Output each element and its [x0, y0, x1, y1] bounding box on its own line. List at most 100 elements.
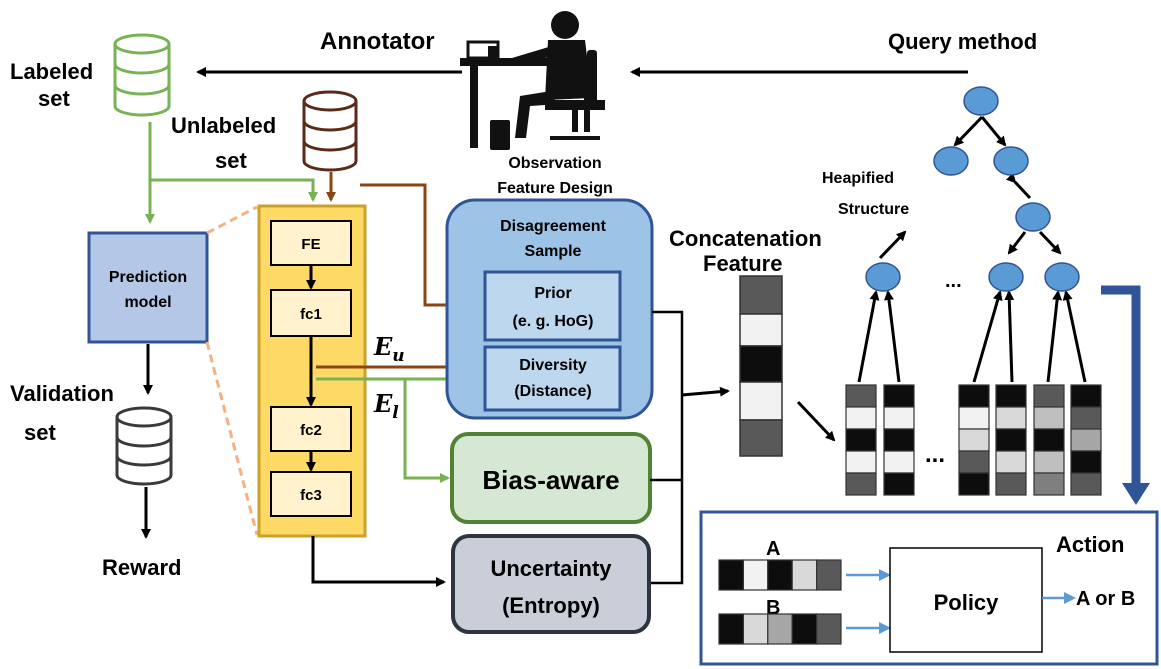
leaf-feature-vector [958, 384, 990, 496]
concat-to-vectors-arrow [796, 400, 836, 442]
validation-set-database-icon [115, 406, 173, 486]
heapified-label-line2: Structure [838, 201, 909, 218]
vector-cell [995, 406, 1027, 430]
vector-cell [883, 450, 915, 474]
prediction-model-label-line2: model [124, 294, 171, 311]
labeled-set-database-icon [113, 33, 171, 117]
vector-cell [958, 406, 990, 430]
uncertainty-box [451, 534, 651, 634]
vector-cell [791, 613, 818, 645]
labeled-set-label-line1: Labeled [10, 59, 93, 84]
tree-to-action-arrowhead [1122, 483, 1150, 505]
vector-cell [845, 450, 877, 474]
network-layer-label: fc3 [300, 487, 322, 504]
network-layer-label: fc2 [300, 422, 322, 439]
disagreement-label-line1: Disagreement [500, 218, 606, 235]
vector-cell [995, 472, 1027, 496]
labeled-set-label-line2: set [38, 86, 70, 111]
vector-cell [718, 613, 744, 645]
concatenation-feature-vector [739, 275, 783, 457]
annotator-label: Annotator [320, 28, 435, 55]
vector-cell [1070, 384, 1102, 408]
tree-node [1015, 202, 1051, 232]
query-method-label: Query method [888, 29, 1037, 54]
unlabeled-set-database-icon [302, 90, 358, 172]
vector-cell [958, 384, 990, 408]
vector-cell [1033, 406, 1065, 430]
vector-b [718, 613, 842, 645]
vector-cell [1070, 406, 1102, 430]
vector-cell [1070, 428, 1102, 452]
vector-cell [958, 472, 990, 496]
tree-node [933, 146, 969, 176]
vector-a [718, 559, 842, 591]
unlabeled-set-label-line2: set [215, 148, 247, 173]
prior-label-line2: (e. g. HoG) [513, 313, 594, 330]
diversity-box [483, 345, 622, 412]
disagreement-label-line2: Sample [525, 243, 582, 260]
tree-to-action-arrow [1101, 285, 1141, 483]
tree-node [1044, 262, 1080, 292]
prediction-model-label-line1: Prediction [109, 269, 187, 286]
vector-cell [767, 559, 793, 591]
vector-cell [815, 613, 842, 645]
vector-cell [883, 472, 915, 496]
a-or-b-label: A or B [1076, 588, 1135, 610]
fc3-to-uncertainty-arrow [311, 536, 446, 587]
observation-label-line2: Feature Design [497, 180, 613, 197]
policy-box [889, 547, 1043, 653]
network-layer-fc3 [270, 471, 352, 517]
e-u-symbol: Eu [373, 332, 405, 366]
network-layer-fe [270, 220, 352, 266]
vector-cell [995, 428, 1027, 452]
prior-box [483, 270, 622, 342]
network-layer-label: FE [301, 236, 320, 253]
validation-set-label-line1: Validation [10, 381, 114, 406]
leaf-feature-vector [883, 384, 915, 496]
leaf-feature-vector [1033, 384, 1065, 496]
heap-tree-nodes [865, 86, 1080, 292]
vector-cell [767, 613, 793, 645]
tree-node [865, 262, 901, 292]
vector-cell [718, 559, 744, 591]
vector-cell [995, 384, 1027, 408]
diversity-label-line2: (Distance) [514, 383, 591, 400]
vector-cell [958, 428, 990, 452]
uncertainty-label-line1: Uncertainty [490, 556, 612, 581]
bias-aware-label: Bias-aware [482, 465, 619, 495]
tree-root-node [963, 86, 999, 116]
concatenation-label-line2: Feature [703, 251, 782, 276]
merge-bracket [650, 310, 730, 585]
vector-cell [815, 559, 842, 591]
tree-node [988, 262, 1024, 292]
vector-cell [883, 428, 915, 452]
network-layer-label: fc1 [300, 306, 322, 323]
vector-cell [845, 406, 877, 430]
vector-cell [845, 472, 877, 496]
a-label: A [766, 538, 780, 560]
leaf-feature-vectors [845, 384, 1102, 496]
policy-label: Policy [934, 590, 1000, 615]
observation-label-line1: Observation [508, 155, 601, 172]
e-l-symbol: El [373, 389, 399, 423]
action-label: Action [1056, 532, 1124, 557]
annotator-person-icon [460, 11, 605, 150]
vector-cell [1033, 472, 1065, 496]
heapified-label-line1: Heapified [822, 170, 894, 187]
bias-aware-box [450, 432, 652, 524]
vector-cell [883, 406, 915, 430]
prediction-model-box [87, 231, 209, 344]
vector-cell [1033, 384, 1065, 408]
labeled-set-flow-arrows [145, 122, 318, 224]
leaf-feature-vector [995, 384, 1027, 496]
tree-node [993, 146, 1029, 176]
zoom-line-bottom [205, 341, 259, 536]
uncertainty-label-line2: (Entropy) [502, 593, 600, 618]
vector-cell [742, 613, 769, 645]
prior-label-line1: Prior [534, 285, 571, 302]
reward-label: Reward [102, 555, 181, 580]
zoom-line-top [206, 205, 258, 235]
validation-set-label-line2: set [24, 420, 56, 445]
tree-ellipsis: ... [945, 270, 962, 292]
